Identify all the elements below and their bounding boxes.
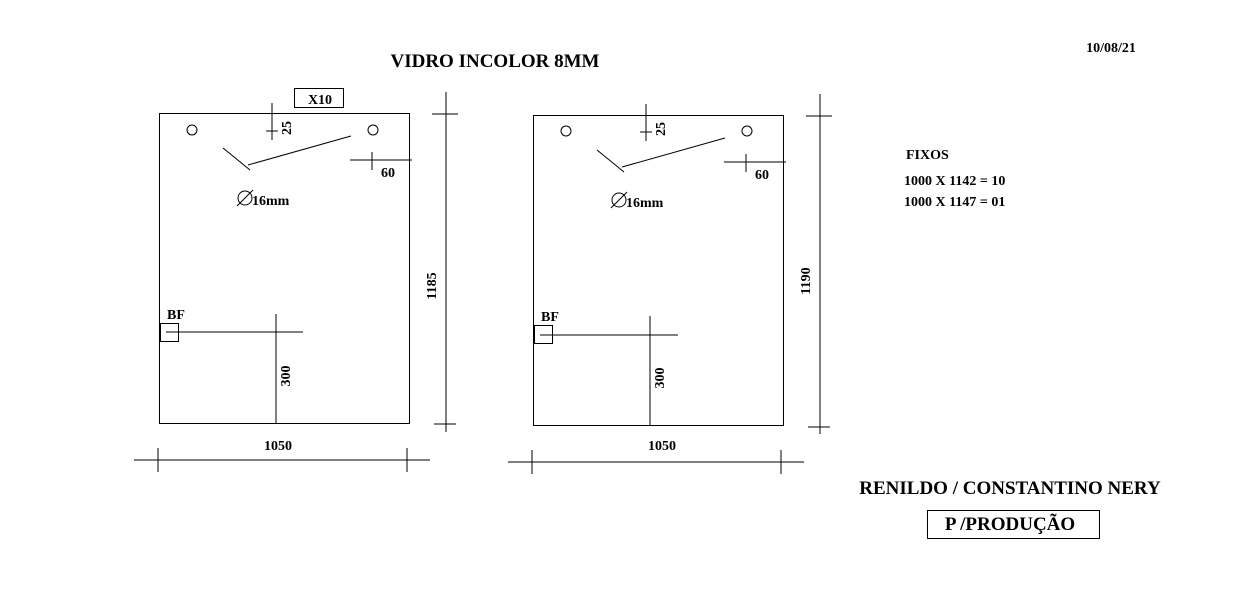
glass-panel-2: 25 60 16mm BF 300 1050 1190	[508, 94, 832, 474]
panel-2-fitting-label: BF	[541, 310, 559, 325]
summary-heading: FIXOS	[906, 148, 949, 163]
panel-2-hole-left	[560, 125, 572, 137]
panel-2-hole-right	[741, 125, 753, 137]
panel-2-width: 1050	[648, 439, 676, 454]
panel-1-hole-diameter: 16mm	[252, 194, 290, 209]
drawing-title: VIDRO INCOLOR 8MM	[391, 51, 600, 72]
fixed-panels-summary: FIXOS 1000 X 1142 = 10 1000 X 1147 = 01	[904, 148, 1005, 210]
panel-1-dim-25: 25	[280, 121, 295, 135]
client-name: RENILDO / CONSTANTINO NERY	[859, 478, 1161, 499]
panel-2-dim-300: 300	[653, 368, 668, 389]
panel-2-dim-25: 25	[654, 122, 669, 136]
panel-1-dim-300: 300	[279, 366, 294, 387]
drawing-date: 10/08/21	[1086, 41, 1136, 56]
panel-2-outline	[533, 115, 784, 426]
panel-2-leader-left	[596, 149, 625, 173]
panel-1-height: 1185	[425, 272, 440, 299]
panel-1-hole-right	[367, 124, 379, 136]
summary-line-1: 1000 X 1142 = 10	[904, 174, 1005, 189]
panel-2-hole-diameter: 16mm	[626, 196, 664, 211]
panel-2-height: 1190	[799, 267, 814, 294]
panel-2-dim-60: 60	[755, 168, 769, 183]
summary-line-2: 1000 X 1147 = 01	[904, 195, 1005, 210]
production-stamp-box	[927, 510, 1100, 539]
panel-1-outline	[159, 113, 410, 424]
glass-panel-1: X10 25 60 16mm BF 300 1050 11	[134, 88, 458, 472]
panel-1-quantity: X10	[308, 93, 332, 108]
panel-1-hole-left	[186, 124, 198, 136]
panel-1-width: 1050	[264, 439, 292, 454]
panel-2-diameter-icon	[611, 192, 627, 208]
panel-1-quantity-box	[294, 88, 344, 108]
panel-1-dim-60: 60	[381, 166, 395, 181]
production-stamp: P /PRODUÇÃO	[945, 513, 1075, 535]
panel-1-fitting-label: BF	[167, 308, 185, 323]
panel-1-diameter-icon	[237, 190, 253, 206]
panel-2-leader-right	[621, 137, 726, 168]
panel-1-leader-left	[222, 147, 251, 171]
panel-1-leader-right	[247, 135, 352, 166]
